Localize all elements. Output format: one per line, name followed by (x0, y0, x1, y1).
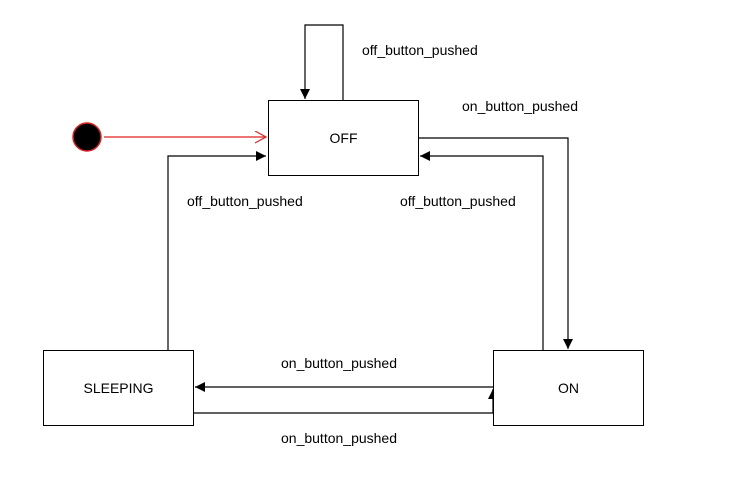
transition-label-on-to-off: off_button_pushed (400, 193, 516, 209)
transition-label-on-to-sleeping: on_button_pushed (281, 355, 397, 371)
on-to-off-arrow (420, 151, 544, 350)
state-off-label: OFF (329, 130, 358, 146)
transition-label-sleeping-to-off: off_button_pushed (187, 193, 303, 209)
transition-label-sleeping-to-on: on_button_pushed (281, 430, 397, 446)
state-on: ON (493, 350, 644, 426)
initial-state-node (72, 122, 102, 152)
sleeping-to-off-arrow (167, 151, 266, 350)
sleeping-to-on-arrow (193, 389, 498, 414)
state-on-label: ON (558, 380, 579, 396)
off-self-loop-arrow (300, 24, 344, 100)
state-sleeping-label: SLEEPING (83, 380, 154, 396)
state-sleeping: SLEEPING (43, 350, 194, 426)
off-to-on-arrow (418, 137, 573, 349)
transition-label-off-to-on: on_button_pushed (462, 98, 578, 114)
state-off: OFF (268, 100, 419, 176)
transition-label-off-self: off_button_pushed (362, 42, 478, 58)
